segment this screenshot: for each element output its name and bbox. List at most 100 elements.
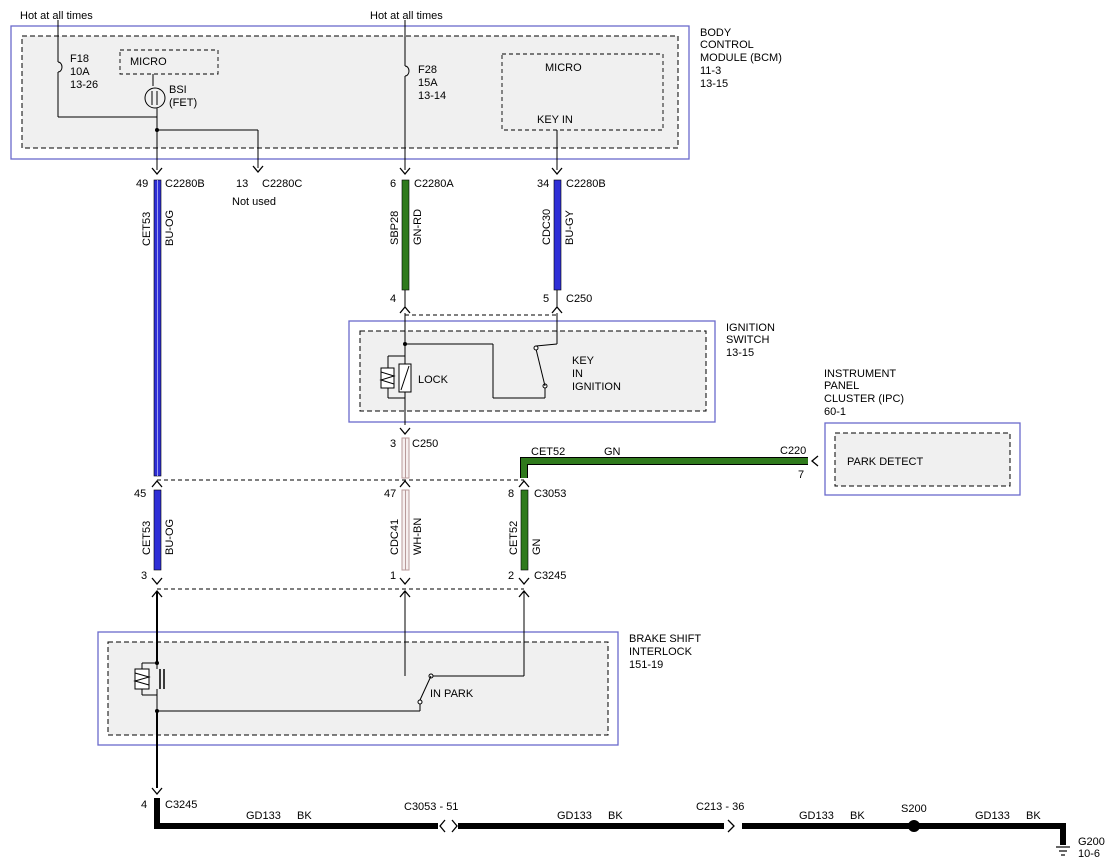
gd133-color-3: BK <box>850 810 865 822</box>
wire-sbp28-circuit: SBP28 <box>389 211 401 245</box>
c220-name: C220 <box>780 445 806 457</box>
c220-pin-7: 7 <box>798 469 804 481</box>
c3053-pin-8: 8 <box>508 488 514 500</box>
svg-text:IGNITION: IGNITION <box>726 322 775 334</box>
c2280b-name-right: C2280B <box>566 178 606 190</box>
micro-right-box <box>501 53 664 131</box>
svg-text:INTERLOCK: INTERLOCK <box>629 646 693 658</box>
brake-shift-interlock-inner <box>107 641 609 736</box>
micro-right-label: MICRO <box>545 62 582 74</box>
wire-cet52-h-circuit: CET52 <box>531 446 565 458</box>
splice-s200 <box>908 820 920 832</box>
c3053-name: C3053 <box>534 488 566 500</box>
svg-text:60-1: 60-1 <box>824 406 846 418</box>
brake-shift-interlock-title: BRAKE SHIFT INTERLOCK 151-19 <box>629 633 701 671</box>
wire-sbp28-color: GN-RD <box>412 209 424 245</box>
c3053-pin-47: 47 <box>384 488 396 500</box>
bcm-inner <box>21 35 679 149</box>
c250-bottom-name: C250 <box>412 438 438 450</box>
c2280b-name-left: C2280B <box>165 178 205 190</box>
svg-text:SWITCH: SWITCH <box>726 334 769 346</box>
ground-g200-icon <box>1056 846 1070 856</box>
svg-text:F28: F28 <box>418 64 437 76</box>
svg-text:15A: 15A <box>418 77 438 89</box>
wire-cdc30 <box>553 179 562 291</box>
wire-cet53-lower-color: BU-OG <box>164 519 176 555</box>
ipc-title: INSTRUMENT PANEL CLUSTER (IPC) 60-1 <box>824 368 904 418</box>
key-in-ignition-label: KEY IN IGNITION <box>572 355 621 393</box>
wire-cet53-lower-circuit: CET53 <box>141 521 153 555</box>
bcm-title: BODY CONTROL MODULE (BCM) 11-3 13-15 <box>700 27 782 90</box>
c3245-pin-3: 3 <box>141 570 147 582</box>
svg-text:G200: G200 <box>1078 836 1105 848</box>
ground-c3245-name: C3245 <box>165 799 197 811</box>
gd133-label-2: GD133 <box>557 810 592 822</box>
wire-cet52-h-color: GN <box>604 446 621 458</box>
c2280a-pin-6: 6 <box>390 178 396 190</box>
wire-cet52-v-circuit: CET52 <box>508 521 520 555</box>
svg-text:11-3: 11-3 <box>700 65 721 77</box>
wire-cdc41-color: WH-BN <box>412 518 424 555</box>
svg-text:F18: F18 <box>70 53 89 65</box>
bsi-fet-label: BSI (FET) <box>169 84 197 109</box>
not-used-label: Not used <box>232 196 276 208</box>
c3245-pin-2: 2 <box>508 570 514 582</box>
wire-cdc30-circuit: CDC30 <box>541 209 553 245</box>
fuse-f18-label: F18 10A 13-26 <box>70 53 98 91</box>
c250-pin-4: 4 <box>390 293 396 305</box>
gd133-color-2: BK <box>608 810 623 822</box>
c3053-pin-45: 45 <box>134 488 146 500</box>
wire-cet53-lower <box>153 489 162 571</box>
svg-text:CLUSTER (IPC): CLUSTER (IPC) <box>824 393 904 405</box>
gd133-label-3: GD133 <box>799 810 834 822</box>
c250-pin-3: 3 <box>390 438 396 450</box>
power-label-center: Hot at all times <box>370 10 443 22</box>
c2280a-name: C2280A <box>414 178 454 190</box>
ground-g200-label: G200 10-6 <box>1078 836 1105 860</box>
gd133-color-1: BK <box>297 810 312 822</box>
splice-s200-label: S200 <box>901 803 927 815</box>
ignition-switch-title: IGNITION SWITCH 13-15 <box>726 322 775 359</box>
micro-left-box <box>119 49 219 75</box>
svg-text:BSI: BSI <box>169 84 187 96</box>
c2280c-pin-13: 13 <box>236 178 248 190</box>
power-label-left: Hot at all times <box>20 10 93 22</box>
gd133-label-4: GD133 <box>975 810 1010 822</box>
svg-text:13-26: 13-26 <box>70 79 98 91</box>
in-park-label: IN PARK <box>430 688 474 700</box>
micro-left-label: MICRO <box>130 56 167 68</box>
wire-cet52-horizontal <box>521 458 808 478</box>
svg-text:BRAKE SHIFT: BRAKE SHIFT <box>629 633 701 645</box>
inline-c213-36: C213 - 36 <box>696 801 744 813</box>
svg-text:13-15: 13-15 <box>700 78 728 90</box>
ground-c3245-pin-4: 4 <box>141 799 147 811</box>
wire-cdc41-circuit: CDC41 <box>389 519 401 555</box>
lock-label: LOCK <box>418 374 449 386</box>
svg-text:KEY: KEY <box>572 355 595 367</box>
svg-text:BODY: BODY <box>700 27 732 39</box>
gd133-color-4: BK <box>1026 810 1041 822</box>
svg-text:13-15: 13-15 <box>726 347 754 359</box>
svg-text:INSTRUMENT: INSTRUMENT <box>824 368 896 380</box>
c250-pin-5: 5 <box>543 293 549 305</box>
lock-solenoid-icon <box>379 344 412 425</box>
park-detect-label: PARK DETECT <box>847 456 923 468</box>
bsi-fet-icon <box>144 87 166 109</box>
wire-gd133 <box>154 798 1066 845</box>
key-in-label: KEY IN <box>537 114 573 126</box>
ignition-switch-inner <box>359 330 707 412</box>
fuse-f28-label: F28 15A 13-14 <box>418 64 446 102</box>
svg-text:10-6: 10-6 <box>1078 848 1100 860</box>
svg-text:MODULE (BCM): MODULE (BCM) <box>700 52 782 64</box>
wire-sbp28 <box>401 179 410 291</box>
c2280b-pin-49: 49 <box>136 178 148 190</box>
wire-cet53-upper-color: BU-OG <box>164 210 176 246</box>
svg-text:IN: IN <box>572 368 583 380</box>
svg-text:PANEL: PANEL <box>824 380 859 392</box>
inline-c3053-51: C3053 - 51 <box>404 801 458 813</box>
wire-cet52-vertical <box>520 489 529 571</box>
svg-text:IGNITION: IGNITION <box>572 381 621 393</box>
interlock-solenoid-icon <box>133 661 165 713</box>
wire-cet52-v-color: GN <box>531 538 543 555</box>
fuse-f28-icon <box>404 65 410 77</box>
